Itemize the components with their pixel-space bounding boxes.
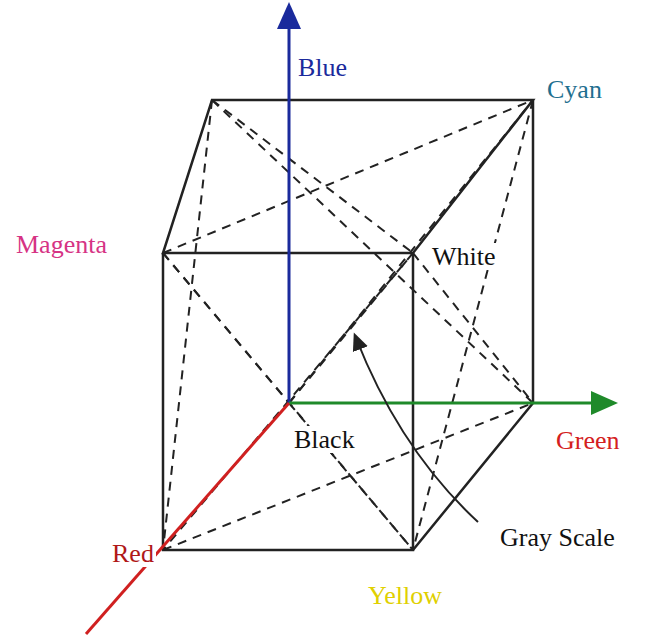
axis-label: Green (554, 427, 622, 454)
vertex-label: White (430, 243, 498, 270)
red-axis (86, 403, 289, 634)
vertex-label: Black (292, 426, 357, 453)
gray-scale-pointer (356, 338, 478, 522)
gray-scale-label: Gray Scale (498, 524, 617, 551)
blue-axis (288, 14, 291, 403)
axis-label: Blue (296, 54, 349, 81)
vertex-label: Yellow (366, 582, 444, 609)
vertex-label: Magenta (14, 231, 109, 258)
axis-label: Red (110, 540, 156, 567)
vertex-label: Cyan (545, 76, 604, 103)
green-axis (289, 402, 606, 405)
